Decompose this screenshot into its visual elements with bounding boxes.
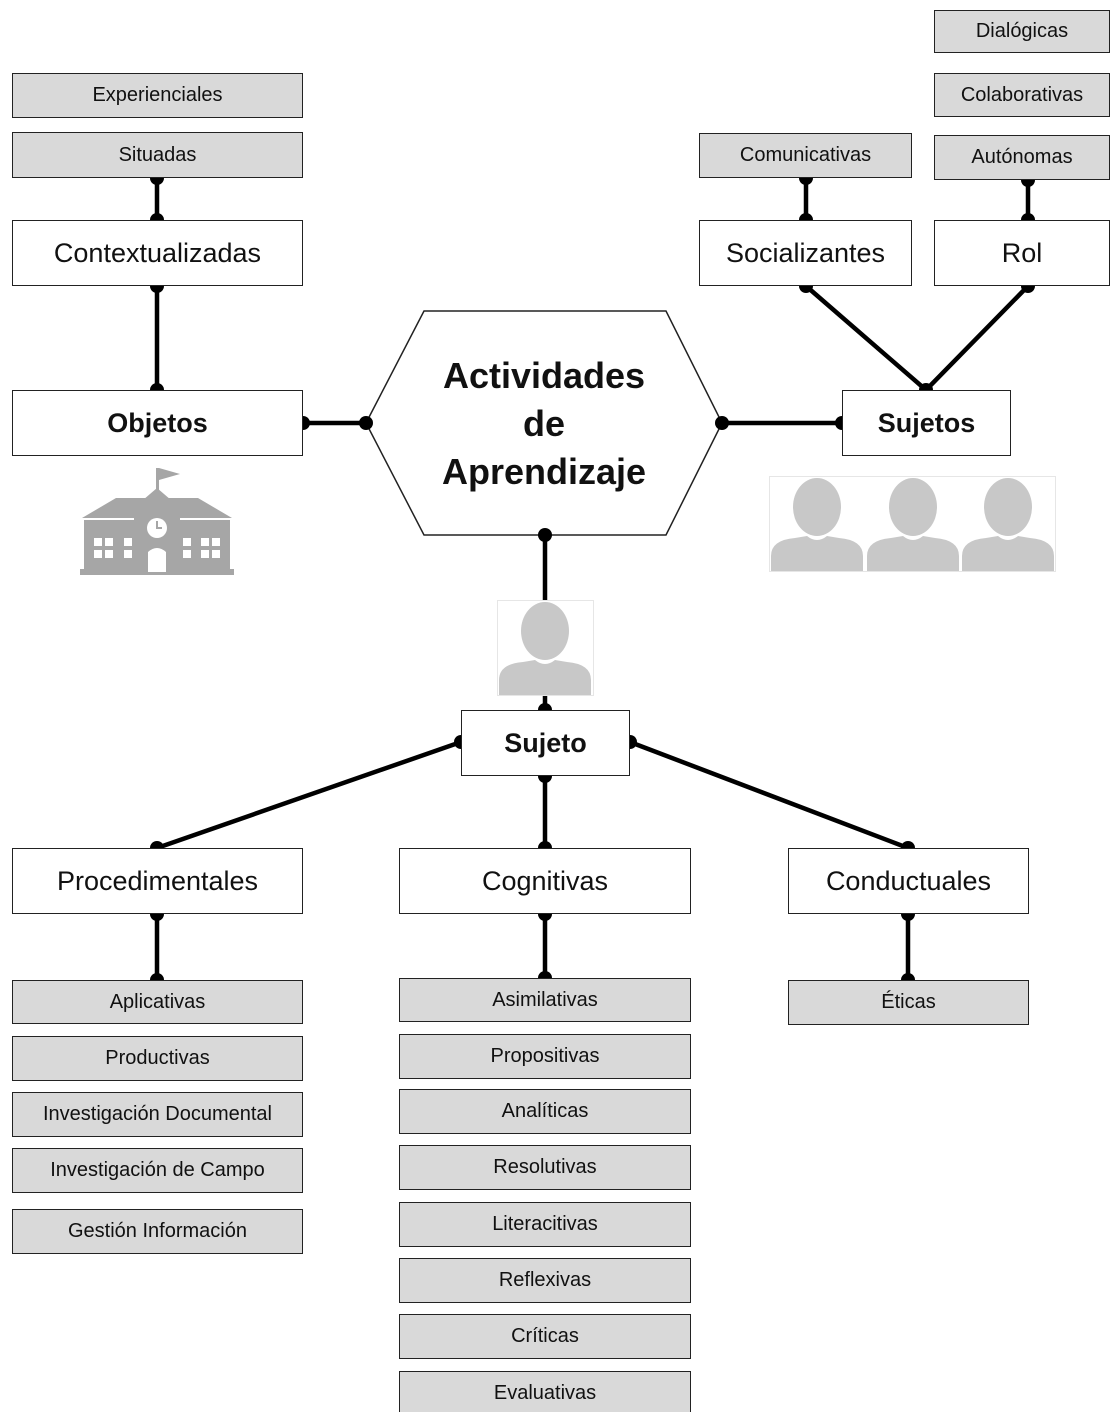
autonomas-box: Autónomas: [934, 135, 1110, 180]
investigacion-de-campo-box: Investigación de Campo: [12, 1148, 303, 1193]
cognitivas-box: Cognitivas: [399, 848, 691, 914]
reflexivas-box: Reflexivas: [399, 1258, 691, 1303]
experienciales-box: Experienciales: [12, 73, 303, 118]
comunicativas-box: Comunicativas: [699, 133, 912, 178]
investigacion-documental-box: Investigación Documental: [12, 1092, 303, 1137]
eticas-box: Éticas: [788, 980, 1029, 1025]
dialogicas-box: Dialógicas: [934, 10, 1110, 53]
aplicativas-box: Aplicativas: [12, 980, 303, 1024]
conductuales-box: Conductuales: [788, 848, 1029, 914]
school-building-icon: [80, 468, 234, 575]
criticas-box: Críticas: [399, 1314, 691, 1359]
center-title-line-1: Actividades: [442, 355, 646, 396]
literacitivas-box: Literacitivas: [399, 1202, 691, 1247]
contextualizadas-box: Contextualizadas: [12, 220, 303, 286]
propositivas-box: Propositivas: [399, 1034, 691, 1079]
objetos-box: Objetos: [12, 390, 303, 456]
gestion-informacion-box: Gestión Información: [12, 1209, 303, 1254]
productivas-box: Productivas: [12, 1036, 303, 1081]
asimilativas-box: Asimilativas: [399, 978, 691, 1022]
user-group-icon: [769, 476, 1056, 572]
socializantes-box: Socializantes: [699, 220, 912, 286]
sujetos-box: Sujetos: [842, 390, 1011, 456]
colaborativas-box: Colaborativas: [934, 73, 1110, 117]
analiticas-box: Analíticas: [399, 1089, 691, 1134]
center-title: Actividades de Aprendizaje: [366, 352, 722, 496]
center-title-line-2: de: [522, 403, 565, 444]
resolutivas-box: Resolutivas: [399, 1145, 691, 1190]
user-icon: [497, 600, 594, 696]
sujeto-box: Sujeto: [461, 710, 630, 776]
procedimentales-box: Procedimentales: [12, 848, 303, 914]
center-title-line-3: Aprendizaje: [441, 451, 647, 492]
situadas-box: Situadas: [12, 132, 303, 178]
rol-box: Rol: [934, 220, 1110, 286]
evaluativas-box: Evaluativas: [399, 1371, 691, 1412]
